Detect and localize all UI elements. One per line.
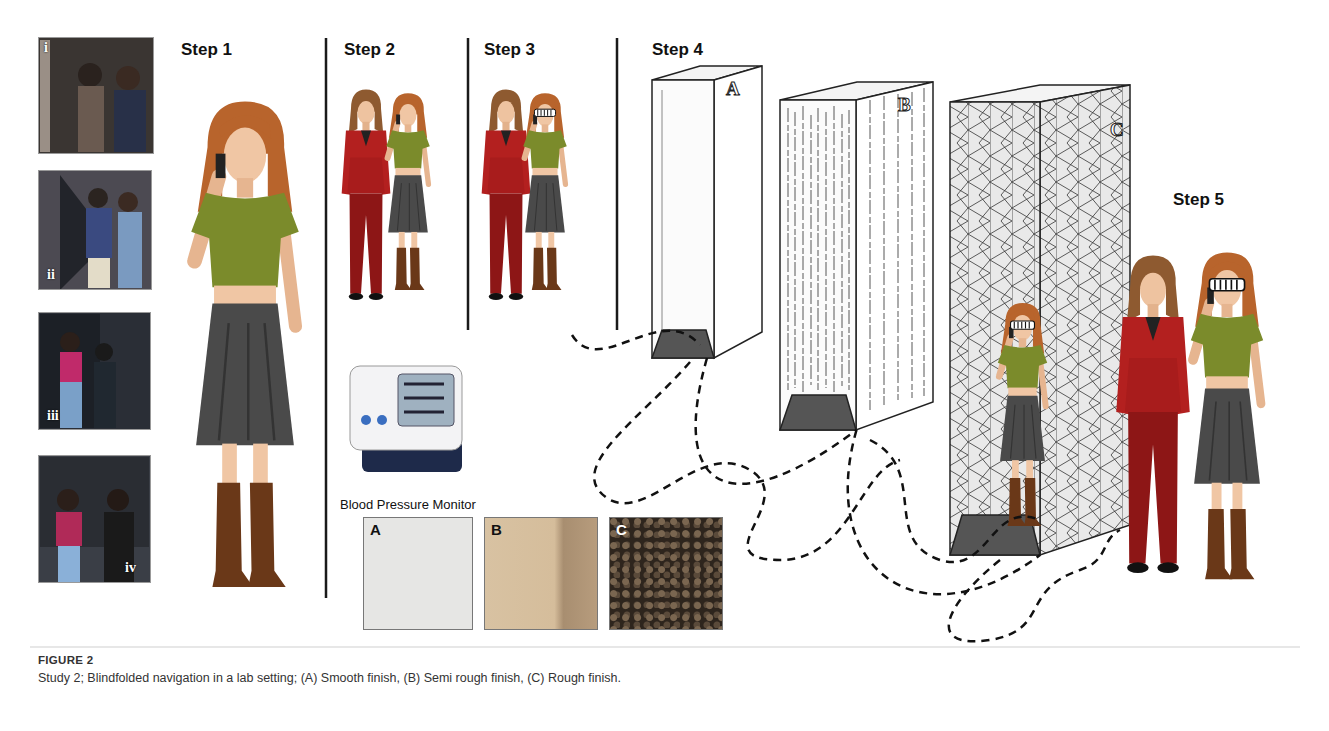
researcher-figure (482, 90, 531, 301)
photo-backdrops-part (38, 170, 152, 290)
walking-path (572, 331, 1120, 642)
step-dividers-part (616, 38, 619, 330)
photo-backdrops-part (86, 208, 112, 258)
photo-backdrops-part (118, 212, 142, 288)
photo-backdrops-part (38, 455, 151, 583)
device-label: Blood Pressure Monitor (340, 497, 476, 512)
photo-backdrops-part (40, 314, 100, 428)
bp-monitor-part (350, 366, 462, 450)
step-label: Step 3 (484, 40, 535, 60)
booth-a-part (714, 66, 762, 358)
photo-backdrops-part (78, 86, 104, 152)
step-dividers-part (467, 38, 470, 330)
photo-panel: ii (38, 170, 152, 290)
booth: C (950, 85, 1130, 555)
walking-path-connector (696, 358, 857, 484)
researcher-figure (342, 90, 391, 301)
photo-backdrops-part (60, 382, 82, 428)
booth-a-part (652, 80, 714, 358)
texture-swatch: B (484, 517, 598, 630)
photo-backdrops (38, 37, 154, 583)
texture-swatch: C (609, 517, 723, 630)
photo-backdrops-part (40, 40, 50, 152)
step-label: Step 5 (1173, 190, 1224, 210)
photo-backdrops-part (107, 489, 129, 511)
panel-letter: A (726, 78, 740, 100)
texture-swatch: A (363, 517, 473, 630)
booth-c (950, 85, 1130, 555)
bp-monitor-part (361, 415, 371, 425)
panel-numeral: iv (125, 560, 136, 576)
bp-monitor (350, 366, 462, 472)
photo-backdrops-part (38, 37, 154, 154)
step-dividers-part (325, 38, 328, 598)
photo-backdrops-part (57, 489, 79, 511)
booth-b-part (788, 88, 924, 410)
photo-backdrops-part (60, 352, 82, 382)
photo-backdrops-part (78, 63, 102, 87)
photo-panel: i (38, 37, 154, 154)
bp-monitor-part (398, 374, 454, 426)
booth: A (652, 66, 762, 358)
blindfolded-figure (1191, 252, 1263, 579)
booth-a-part (662, 90, 663, 330)
panel-numeral: ii (47, 267, 55, 283)
booth: B (780, 82, 933, 430)
booth-c-part (1040, 85, 1130, 555)
photo-backdrops-part (88, 188, 108, 208)
walking-path-part (949, 530, 1120, 641)
photo-backdrops-part (58, 546, 80, 582)
walking-path-part (870, 440, 1040, 562)
panel-letter: A (370, 521, 381, 538)
photo-backdrops-part (95, 343, 113, 361)
booth-b (780, 82, 933, 430)
photo-backdrops-part (56, 512, 82, 546)
panel-numeral: i (44, 40, 48, 56)
panel-letter: B (491, 521, 502, 538)
photo-backdrops-part (60, 332, 80, 352)
photo-panel: iii (38, 312, 151, 430)
booth-b-part (856, 82, 933, 430)
figures (191, 90, 567, 587)
step-label: Step 4 (652, 40, 703, 60)
panel-letter: B (898, 94, 911, 116)
walking-path-part (572, 331, 700, 350)
panel-letter: C (616, 521, 627, 538)
photo-backdrops-part (116, 66, 140, 90)
blindfolded-figure (998, 303, 1047, 526)
photo-backdrops-part (38, 312, 151, 430)
photo-backdrops-part (118, 192, 138, 212)
participant-figure (386, 93, 430, 290)
step-label: Step 1 (181, 40, 232, 60)
panel-letter: C (1110, 119, 1124, 141)
step-dividers (326, 38, 617, 598)
researcher-figure (1116, 255, 1189, 573)
panel-numeral: iii (47, 408, 59, 424)
figure-caption: Study 2; Blindfolded navigation in a lab… (38, 671, 621, 685)
photo-backdrops-part (114, 90, 146, 152)
booth-a (652, 66, 762, 358)
photo-backdrops-part (88, 258, 110, 288)
walking-path-connector (848, 430, 1040, 594)
blindfolded-figure (523, 93, 567, 290)
step-label: Step 2 (344, 40, 395, 60)
photo-backdrops-part (94, 362, 116, 428)
caption-rule (30, 647, 1300, 648)
bp-monitor-part (377, 415, 387, 425)
participant-figure (191, 102, 299, 587)
photo-panel: iv (38, 455, 151, 583)
bp-monitor-part (404, 384, 444, 412)
figure-number: FIGURE 2 (38, 654, 93, 666)
booth-b-part (780, 395, 856, 430)
